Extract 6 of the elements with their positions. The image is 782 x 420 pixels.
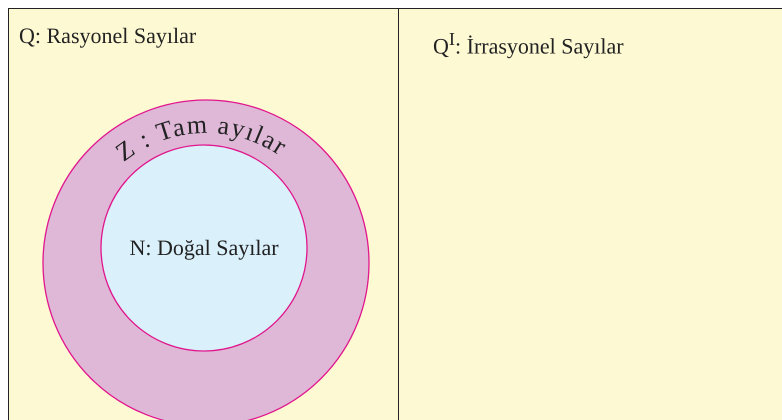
- set-panel: [8, 8, 400, 420]
- set-label: Q$^{I}$: İrrasyonel Sayılar: [433, 29, 624, 60]
- set-label: Z : Tam ayılar: [110, 110, 293, 168]
- set-label: N: Doğal Sayılar: [129, 235, 279, 261]
- set-panel: [398, 8, 782, 420]
- set-label: Q: Rasyonel Sayılar: [19, 23, 196, 49]
